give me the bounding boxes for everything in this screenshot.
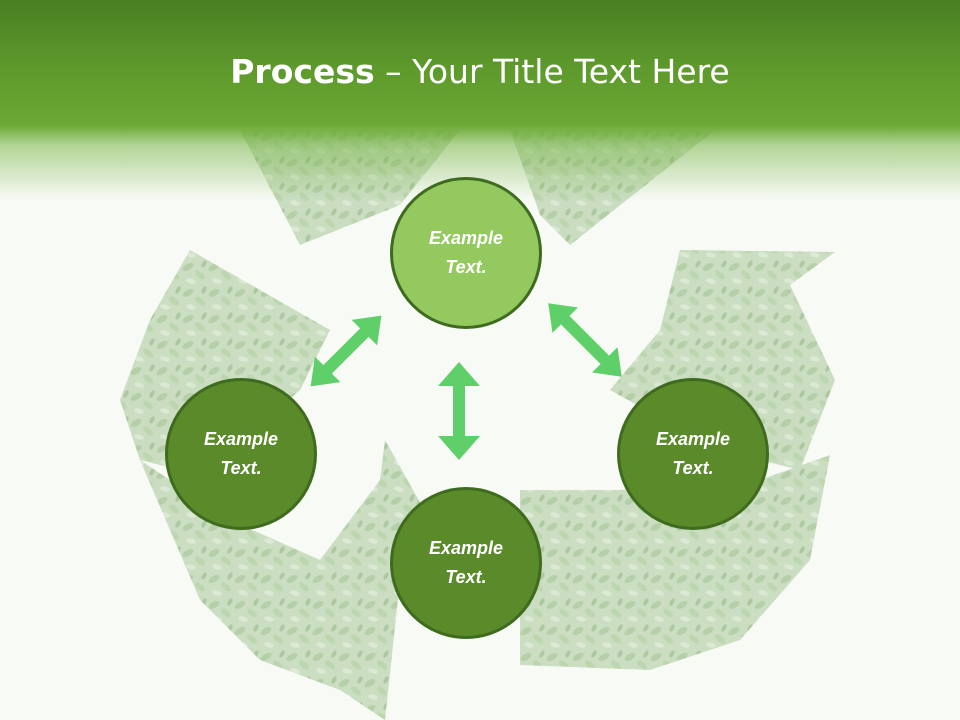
node-top-line1: Example bbox=[428, 228, 504, 248]
node-bottom-line1: Example bbox=[428, 538, 504, 558]
title-header-band bbox=[0, 0, 960, 200]
node-bottom-line2: Text. bbox=[445, 567, 487, 587]
node-left-line2: Text. bbox=[220, 458, 262, 478]
node-bottom: Example Text. bbox=[390, 487, 542, 639]
double-arrow-vertical bbox=[438, 362, 480, 460]
node-left-line1: Example bbox=[203, 429, 279, 449]
node-right-line1: Example bbox=[655, 429, 731, 449]
slide-title: Process – Your Title Text Here bbox=[0, 52, 960, 91]
slide-title-bold: Process bbox=[230, 52, 375, 91]
slide-title-rest: – Your Title Text Here bbox=[374, 52, 730, 91]
node-right: Example Text. bbox=[617, 378, 769, 530]
node-left: Example Text. bbox=[165, 378, 317, 530]
node-right-line2: Text. bbox=[672, 458, 714, 478]
node-top-line2: Text. bbox=[445, 257, 487, 277]
node-top: Example Text. bbox=[390, 177, 542, 329]
double-arrow-top-left bbox=[310, 315, 382, 387]
double-arrow-top-right bbox=[548, 303, 622, 377]
